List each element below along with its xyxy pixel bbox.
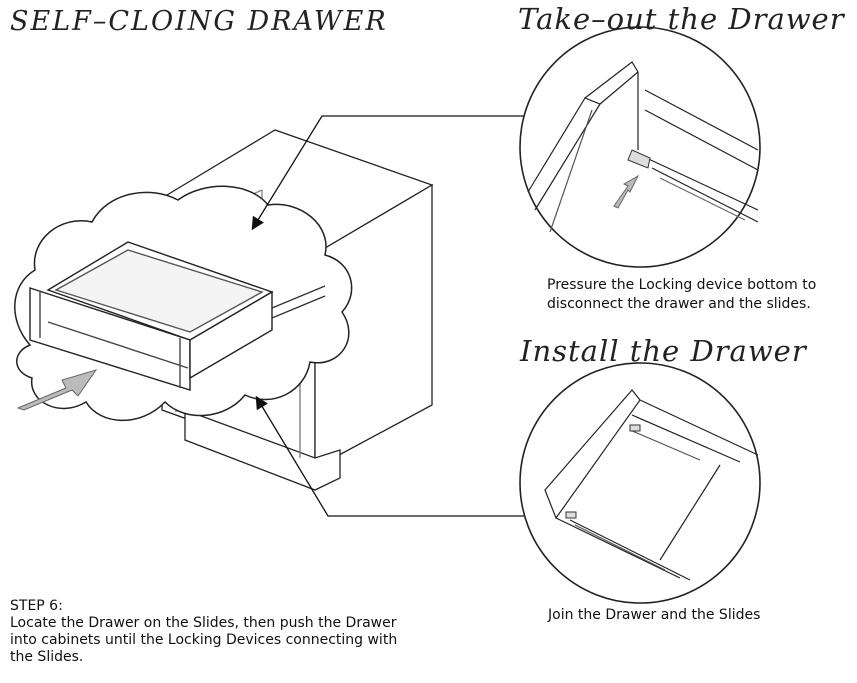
leader-lines [251,115,545,517]
takeout-title: Take–out the Drawer [518,2,845,36]
detail-circle-install [519,362,761,604]
pressure-caption-line-2: disconnect the drawer and the slides. [547,296,811,312]
step-line-2: into cabinets until the Locking Devices … [10,632,398,648]
pressure-caption: Pressure the Locking device bottom to di… [547,276,852,314]
pressure-caption-line-1: Pressure the Locking device bottom to [547,277,817,293]
detail-circle-takeout [519,26,761,268]
step-line-3: the Slides. [10,649,84,665]
main-title: SELF–CLOING DRAWER [10,6,388,37]
step-line-1: Locate the Drawer on the Slides, then pu… [10,615,397,631]
step-heading: STEP 6: [10,598,63,614]
drawer [29,241,326,391]
install-title: Install the Drawer [520,334,807,368]
push-arrow-icon [16,369,98,411]
join-caption: Join the Drawer and the Slides [548,607,761,623]
step-instructions: STEP 6: Locate the Drawer on the Slides,… [10,598,470,666]
